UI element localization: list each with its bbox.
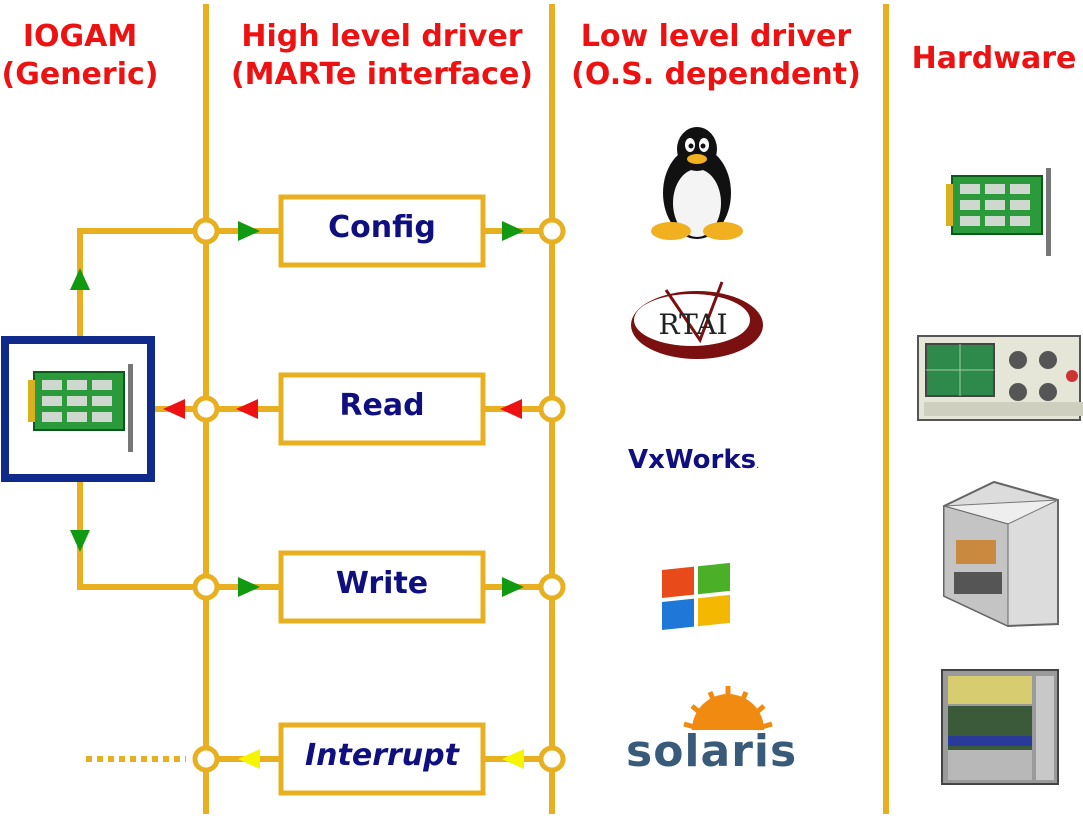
config-box (278, 194, 486, 268)
vxworks-logo-word: VxWorks (628, 445, 757, 475)
solaris-logo-text: solaris (626, 726, 798, 777)
rtai-logo-icon (631, 281, 763, 359)
junction-interrupt-low (538, 745, 566, 773)
solaris-sun-icon (683, 686, 773, 731)
arrow-write-high-icon (238, 577, 260, 597)
oscilloscope-icon (917, 335, 1083, 421)
low-level-driver-header: Low level driver (O.S. dependent) (560, 18, 872, 94)
write-label: Write (335, 566, 429, 601)
interrupt-label: Interrupt (305, 738, 459, 773)
rtai-logo-text: RTAI (658, 308, 728, 341)
high-level-header-line2: (MARTe interface) (230, 57, 534, 92)
iogam-header: IOGAM (Generic) (0, 18, 162, 94)
arrow-interrupt-high-icon (238, 749, 260, 769)
hardware-header: Hardware (911, 41, 1077, 76)
junction-read-low (538, 395, 566, 423)
arrow-write-low-icon (502, 577, 524, 597)
vxworks-logo-text: VxWorks. (628, 445, 759, 475)
arrow-config-high-icon (238, 221, 260, 241)
iogam-header-line1: IOGAM (22, 19, 138, 54)
arrow-read-high-icon (236, 399, 258, 419)
vme-crate-icon (943, 480, 1059, 628)
windows-flag-icon (662, 562, 730, 630)
interrupt-box (278, 722, 486, 796)
pci-card-icon (945, 167, 1052, 257)
write-box (278, 550, 486, 624)
vxworks-logo-mark: . (756, 460, 760, 471)
junction-read-high (192, 395, 220, 423)
linux-tux-icon (651, 127, 743, 240)
low-level-header-line1: Low level driver (580, 19, 852, 54)
read-label: Read (339, 388, 425, 423)
junction-config-low (538, 217, 566, 245)
arrow-config-low-icon (502, 221, 524, 241)
arrow-read-iogam-icon (163, 399, 185, 419)
high-level-header-line1: High level driver (241, 19, 523, 54)
low-level-header-line2: (O.S. dependent) (571, 57, 861, 92)
junction-config-high (192, 217, 220, 245)
junction-interrupt-high (192, 745, 220, 773)
config-label: Config (328, 210, 436, 245)
iogam-to-write-connector (77, 482, 193, 590)
read-box (278, 372, 486, 446)
arrow-interrupt-low-icon (502, 749, 524, 769)
arrow-down-write-icon (70, 530, 90, 552)
arrow-up-config-icon (70, 268, 90, 290)
rack-chassis-icon (941, 669, 1059, 785)
iogam-header-line2: (Generic) (1, 57, 159, 92)
arrow-read-low-icon (500, 399, 522, 419)
junction-write-high (192, 573, 220, 601)
high-level-driver-header: High level driver (MARTe interface) (220, 18, 544, 94)
iogam-to-config-connector (77, 228, 193, 338)
junction-write-low (538, 573, 566, 601)
